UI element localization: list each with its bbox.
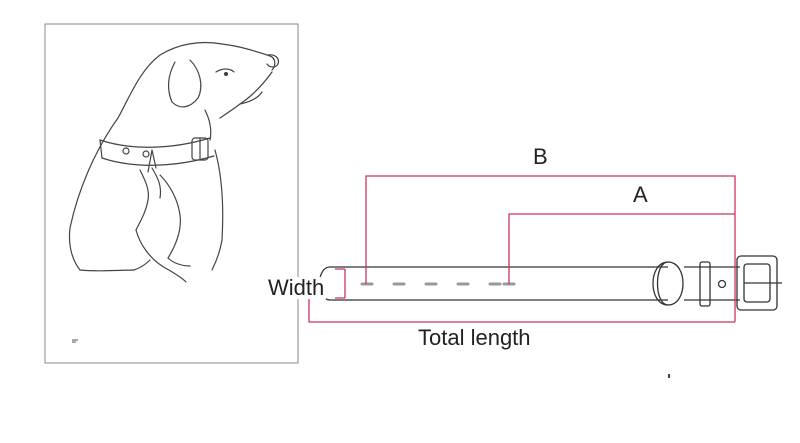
dog-illustration-icon bbox=[68, 41, 280, 283]
collar-diagram bbox=[318, 255, 782, 311]
keeper-loop bbox=[652, 261, 684, 306]
dimension-width bbox=[335, 268, 346, 299]
label-total-length: Total length bbox=[418, 325, 531, 350]
dog-illustration-panel bbox=[44, 23, 299, 364]
label-a: A bbox=[633, 182, 648, 207]
strap-loop bbox=[699, 261, 711, 307]
label-width: Width bbox=[266, 275, 327, 300]
rivet-icon bbox=[717, 279, 727, 289]
dimension-a bbox=[508, 213, 735, 284]
dimension-b bbox=[365, 175, 736, 322]
stray-mark bbox=[668, 374, 670, 378]
buckle-icon bbox=[736, 255, 782, 311]
label-b: B bbox=[533, 144, 548, 169]
tiny-mark-icon bbox=[72, 339, 78, 343]
dimension-total-length bbox=[308, 280, 735, 323]
